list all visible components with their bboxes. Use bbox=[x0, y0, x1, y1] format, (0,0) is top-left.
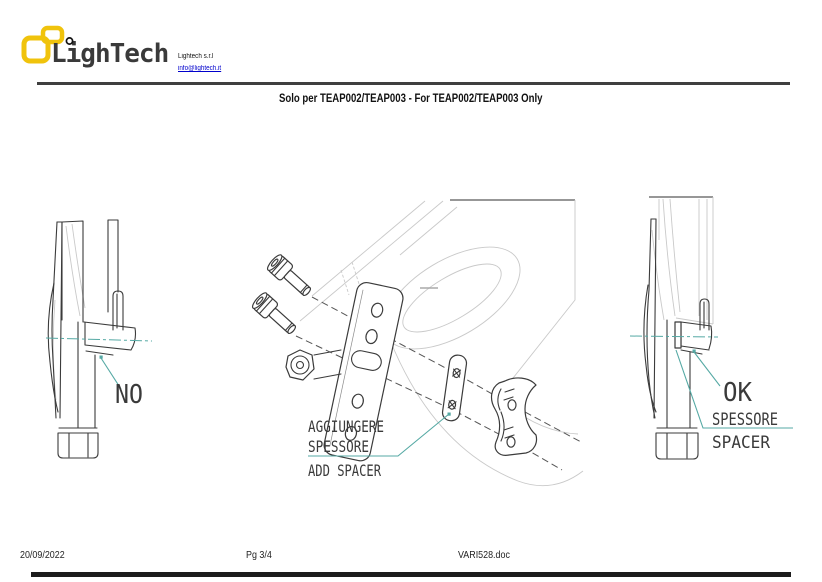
centerline bbox=[629, 335, 719, 338]
chain-guide-hook bbox=[680, 298, 713, 355]
mounting-bracket bbox=[323, 281, 404, 462]
footer-page-number: Pg 3/4 bbox=[246, 549, 272, 561]
axle-nut bbox=[57, 427, 99, 459]
swingarm-ghost-panel bbox=[649, 196, 714, 325]
logo-i-dot-ring-icon bbox=[65, 37, 74, 45]
spacer-leader-line bbox=[675, 349, 793, 429]
caption-spessore: SPESSORE bbox=[308, 437, 369, 456]
caption-spacer: SPACER bbox=[712, 433, 770, 452]
company-email-link[interactable]: info@lightech.it bbox=[178, 65, 222, 72]
spacer-plate bbox=[441, 354, 468, 422]
company-block: Lightech s.r.l info@lightech.it bbox=[178, 51, 226, 75]
centerline bbox=[45, 337, 153, 342]
caption-spessore: SPESSORE bbox=[712, 410, 778, 429]
socket-bolt-lower bbox=[251, 292, 297, 335]
adjuster-body-outline bbox=[61, 219, 119, 429]
logo-yellow-links-icon bbox=[21, 25, 65, 64]
fork-ghost-lines bbox=[52, 223, 86, 401]
footer-rule bbox=[31, 572, 791, 577]
swingarm-ghost bbox=[299, 199, 584, 487]
company-name: Lightech s.r.l bbox=[178, 53, 214, 60]
socket-bolt-upper bbox=[266, 254, 312, 297]
ok-leader-line bbox=[692, 349, 721, 387]
axle-nut bbox=[655, 427, 699, 460]
header-rule bbox=[37, 82, 790, 85]
fork-blade-outline bbox=[643, 218, 657, 419]
figure-wrong-assembly: NO bbox=[45, 219, 153, 459]
figure-correct-assembly: OK SPESSORE SPACER bbox=[629, 196, 793, 460]
lightech-logo: LighTech bbox=[21, 25, 169, 69]
installed-spacer bbox=[674, 321, 682, 349]
chain-guard-block bbox=[490, 377, 538, 456]
chain-guide-hook bbox=[83, 290, 137, 356]
pivot-nut bbox=[285, 349, 342, 381]
caption-aggiungere: AGGIUNGERE bbox=[308, 417, 384, 436]
caption-add-spacer: ADD SPACER bbox=[308, 461, 381, 480]
page-title: Solo per TEAP002/TEAP003 - For TEAP002/T… bbox=[279, 91, 543, 105]
label-ok: OK bbox=[723, 378, 752, 408]
footer-filename: VARI528.doc bbox=[458, 549, 510, 561]
footer-date: 20/09/2022 bbox=[20, 549, 65, 561]
label-no: NO bbox=[115, 380, 143, 410]
no-leader-line bbox=[99, 355, 122, 390]
add-spacer-leader-line bbox=[308, 412, 451, 457]
figure-exploded-view: AGGIUNGERE SPESSORE ADD SPACER bbox=[251, 199, 584, 487]
